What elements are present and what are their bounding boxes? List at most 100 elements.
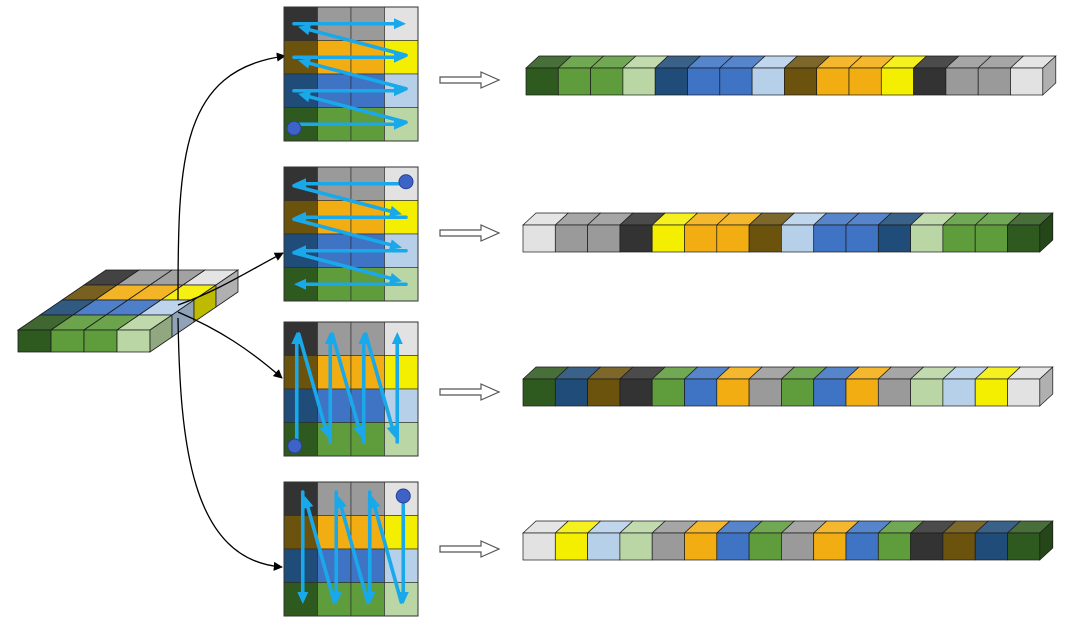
- scan-grid: [283, 6, 419, 142]
- scan-path-arrowhead: [391, 332, 403, 344]
- scan-start-dot: [286, 120, 302, 136]
- scan-path-arrow: [292, 183, 393, 213]
- connector-arrow: [177, 52, 286, 301]
- grid-cell: [283, 388, 318, 423]
- grid-cell: [350, 481, 385, 516]
- strip-cube-front: [684, 532, 718, 561]
- strip-cube-front: [1007, 532, 1041, 561]
- scan-path-arrow: [373, 505, 404, 604]
- strip-cube-front: [651, 378, 685, 407]
- scan-start-dot: [287, 438, 303, 454]
- strip-cube-front: [716, 532, 750, 561]
- scan-path-arrow: [307, 61, 408, 91]
- strip-cube-front: [945, 67, 979, 96]
- sequence-strip: [525, 55, 1057, 96]
- scan-path-arrow: [339, 505, 370, 604]
- scan-path-arrowhead: [369, 496, 381, 509]
- strip-cube-side: [1039, 366, 1054, 407]
- grid-cell: [384, 515, 419, 550]
- grid-cell: [283, 548, 318, 583]
- grid-cell: [317, 481, 352, 516]
- scan-path-arrow: [363, 332, 394, 429]
- strip-cube-front: [910, 532, 944, 561]
- strip-cube-front: [977, 67, 1011, 96]
- strip-cube-front: [719, 67, 753, 96]
- strip-cube-front: [684, 378, 718, 407]
- strip-cube-front: [942, 532, 976, 561]
- strip-cube-front: [554, 378, 588, 407]
- scan-path-arrow: [307, 95, 408, 125]
- scan-grid: [283, 166, 419, 302]
- strip-cube-front: [880, 67, 914, 96]
- strip-cube-front: [522, 224, 556, 253]
- scan-grid: [283, 321, 419, 457]
- scan-path-arrowhead: [386, 425, 398, 438]
- source-grid-3d: [16, 269, 240, 353]
- strip-cube-front: [590, 67, 624, 96]
- scan-path-arrow: [307, 28, 408, 58]
- strip-cube-front: [622, 67, 656, 96]
- strip-cube-front: [781, 378, 815, 407]
- strip-cube-front: [877, 378, 911, 407]
- strip-cube-front: [587, 224, 621, 253]
- strip-cube-front: [557, 67, 591, 96]
- scan-start-dot: [395, 488, 411, 504]
- flow-arrow-icon: [439, 383, 501, 401]
- strip-cube-front: [845, 378, 879, 407]
- strip-cube-front: [587, 532, 621, 561]
- grid-frame: [283, 481, 419, 617]
- strip-cube-side: [1042, 55, 1057, 96]
- strip-cube-front: [813, 224, 847, 253]
- scan-path-arrow: [296, 332, 327, 429]
- scan-path-arrow: [292, 250, 393, 280]
- grid-cell: [384, 321, 419, 356]
- strip-cube-front: [974, 532, 1008, 561]
- connector-arrow: [177, 252, 284, 306]
- strip-cube-front: [554, 224, 588, 253]
- strip-cube-front: [748, 532, 782, 561]
- strip-cube-front: [942, 378, 976, 407]
- strip-cube-front: [1007, 224, 1041, 253]
- scan-path-arrowhead: [389, 272, 402, 284]
- scan-path-arrowhead: [394, 18, 406, 30]
- grid-cell: [283, 481, 318, 516]
- source-cell-side: [215, 269, 239, 308]
- strip-cube-front: [913, 67, 947, 96]
- strip-cube-front: [877, 224, 911, 253]
- strip-cube-front: [684, 224, 718, 253]
- scan-path-arrowhead: [389, 205, 402, 217]
- grid-frame: [283, 321, 419, 457]
- strip-cube-front: [619, 378, 653, 407]
- scan-path-arrowhead: [298, 24, 311, 36]
- strip-cube-front: [748, 224, 782, 253]
- source-cell-front: [50, 329, 85, 353]
- strip-cube-front: [587, 378, 621, 407]
- strip-cube-front: [974, 378, 1008, 407]
- strip-cube-front: [654, 67, 688, 96]
- strip-cube-front: [781, 224, 815, 253]
- source-cell-front: [83, 329, 118, 353]
- strip-cube-side: [1039, 520, 1054, 561]
- sequence-strip: [522, 212, 1054, 253]
- strip-cube-front: [781, 532, 815, 561]
- grid-cell: [350, 548, 385, 583]
- scan-path-arrowhead: [319, 425, 331, 438]
- strip-cube-front: [619, 224, 653, 253]
- scan-path-arrowhead: [298, 91, 311, 103]
- flow-arrow-icon: [439, 224, 501, 242]
- flow-arrow-icon: [439, 71, 501, 89]
- strip-cube-front: [813, 378, 847, 407]
- sequence-strip: [522, 520, 1054, 561]
- strip-cube-front: [751, 67, 785, 96]
- connector-arrow: [177, 317, 283, 571]
- flow-arrow-icon: [439, 540, 501, 558]
- strip-cube-front: [687, 67, 721, 96]
- scan-path-arrow: [306, 505, 337, 604]
- strip-cube-front: [848, 67, 882, 96]
- strip-cube-front: [816, 67, 850, 96]
- strip-cube-front: [1007, 378, 1041, 407]
- scan-path-arrow: [330, 332, 361, 429]
- scan-path-arrowhead: [294, 278, 306, 290]
- strip-cube-front: [522, 532, 556, 561]
